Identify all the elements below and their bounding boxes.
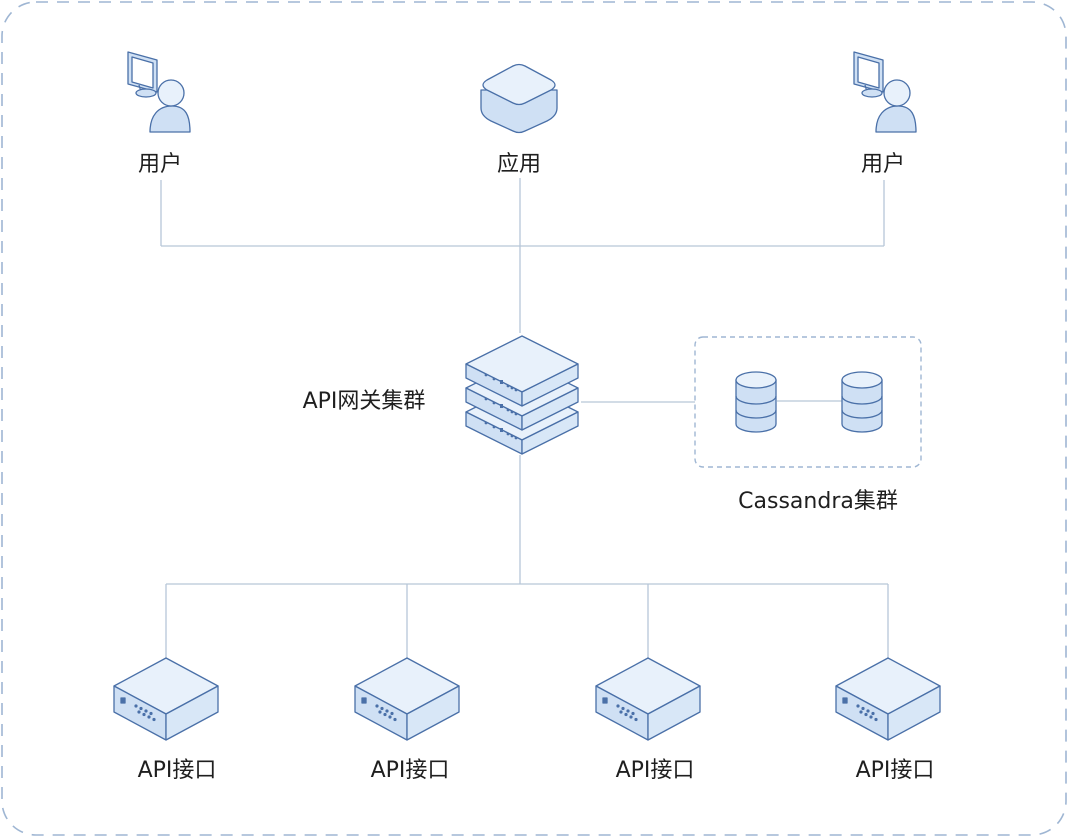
- user-label-left: 用户: [137, 152, 183, 177]
- server-icon: [595, 657, 701, 741]
- database-icon: [735, 371, 777, 433]
- server-icon: [835, 657, 941, 741]
- cassandra-label: Cassandra集群: [738, 489, 898, 514]
- api-label-1: API接口: [137, 758, 217, 783]
- api-label-4: API接口: [855, 758, 935, 783]
- cassandra-cluster-box: [694, 336, 922, 468]
- gateway-label: API网关集群: [302, 389, 426, 414]
- database-icon: [841, 371, 883, 433]
- server-icon: [113, 657, 219, 741]
- app-box-icon: [480, 63, 558, 134]
- server-stack-icon: [465, 335, 579, 455]
- connectors: [160, 178, 889, 660]
- app-label: 应用: [496, 152, 542, 177]
- user-computer-icon: [127, 51, 191, 133]
- api-label-2: API接口: [370, 758, 450, 783]
- user-label-right: 用户: [860, 152, 906, 177]
- api-label-3: API接口: [615, 758, 695, 783]
- server-icon: [354, 657, 460, 741]
- user-computer-icon: [853, 51, 917, 133]
